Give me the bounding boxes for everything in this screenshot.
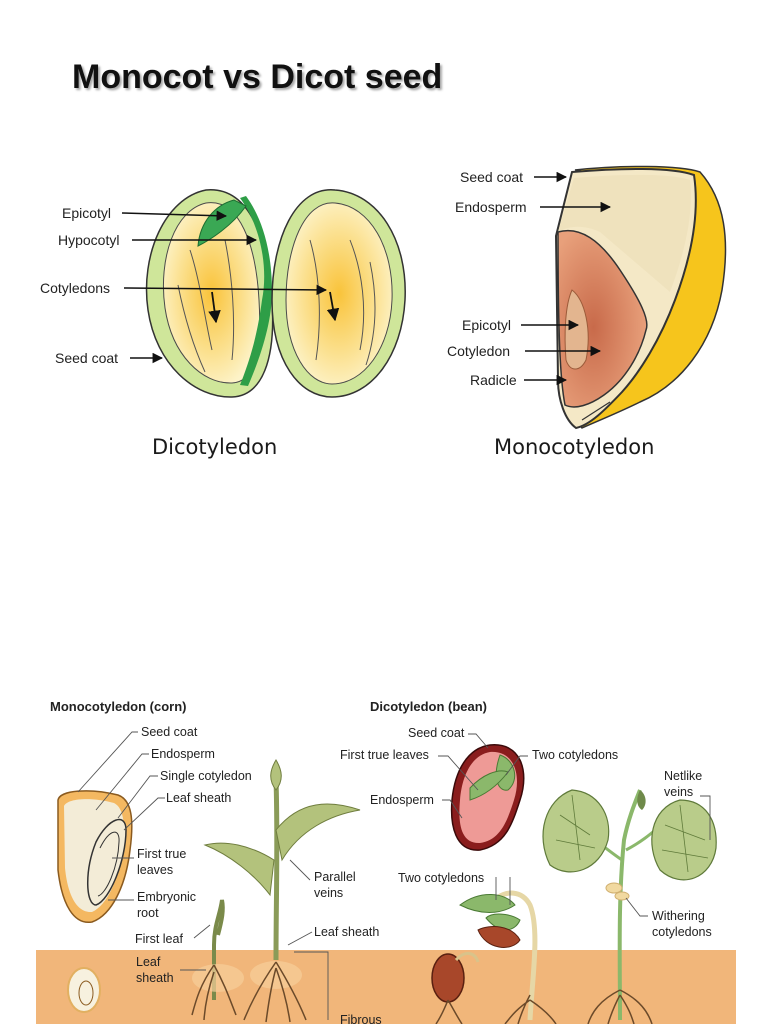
corn-heading: Monocotyledon (corn) — [50, 699, 187, 714]
bean-first-true-leaves-label: First true leaves — [340, 748, 429, 762]
bean-endosperm-label: Endosperm — [370, 793, 434, 807]
bean-leader-lines — [438, 733, 711, 917]
corn-seed-coat-label: Seed coat — [141, 725, 198, 739]
page-title: Monocot vs Dicot seed — [72, 58, 443, 96]
corn-first-true-leaves-label-2: leaves — [137, 863, 173, 877]
bean-withering-label-2: cotyledons — [652, 925, 712, 939]
bean-withering-label-1: Withering — [652, 909, 705, 923]
corn-fibrous-label: Fibrous — [340, 1013, 382, 1024]
monocot-label-pointers — [521, 171, 612, 386]
bean-two-cotyledons-mid-label: Two cotyledons — [398, 871, 484, 885]
monocot-radicle-label: Radicle — [470, 372, 517, 388]
corn-parallel-veins-label-1: Parallel — [314, 870, 356, 884]
corn-endosperm-label: Endosperm — [151, 747, 215, 761]
corn-plant-illustration — [203, 759, 361, 1023]
dicot-caption: Dicotyledon — [152, 435, 277, 459]
corn-first-true-leaves-label-1: First true — [137, 847, 186, 861]
dicot-hypocotyl-label: Hypocotyl — [58, 232, 119, 248]
dicot-cotyledons-label: Cotyledons — [40, 280, 110, 296]
bean-seed-coat-label: Seed coat — [408, 726, 465, 740]
corn-leaf-sheath-top-label: Leaf sheath — [166, 791, 231, 805]
dicot-seed-coat-label: Seed coat — [55, 350, 118, 366]
monocot-seed-coat-label: Seed coat — [460, 169, 523, 185]
corn-kernel-in-soil — [67, 967, 101, 1013]
corn-leader-lines — [77, 731, 329, 1020]
monocot-seed-illustration — [554, 165, 727, 430]
monocot-epicotyl-label: Epicotyl — [462, 317, 511, 333]
corn-seedling-small — [191, 899, 244, 1021]
corn-leaf-sheath-low-label-1: Leaf — [136, 955, 161, 969]
bean-two-cotyledons-top-label: Two cotyledons — [532, 748, 618, 762]
corn-parallel-veins-label-2: veins — [314, 886, 343, 900]
bean-heading: Dicotyledon (bean) — [370, 699, 487, 714]
monocot-cotyledon-label: Cotyledon — [447, 343, 510, 359]
corn-embryonic-root-label-1: Embryonic — [137, 890, 196, 904]
bean-plant-illustration — [542, 789, 717, 1024]
corn-kernel-illustration — [57, 790, 133, 923]
bean-seedling-small — [431, 952, 480, 1024]
bean-netlike-veins-label-2: veins — [664, 785, 693, 799]
monocot-caption: Monocotyledon — [494, 435, 654, 459]
bean-seedling-mid — [459, 890, 557, 1024]
corn-leaf-sheath-mid-label: Leaf sheath — [314, 925, 379, 939]
corn-first-leaf-label: First leaf — [135, 932, 183, 946]
bean-seed-illustration — [450, 744, 525, 851]
dicot-seed-illustration — [145, 189, 406, 398]
dicot-label-pointers — [121, 210, 328, 364]
bean-netlike-veins-label-1: Netlike — [664, 769, 702, 783]
monocot-endosperm-label: Endosperm — [455, 199, 527, 215]
corn-single-cotyledon-label: Single cotyledon — [160, 769, 252, 783]
dicot-epicotyl-label: Epicotyl — [62, 205, 111, 221]
corn-leaf-sheath-low-label-2: sheath — [136, 971, 174, 985]
corn-embryonic-root-label-2: root — [137, 906, 159, 920]
